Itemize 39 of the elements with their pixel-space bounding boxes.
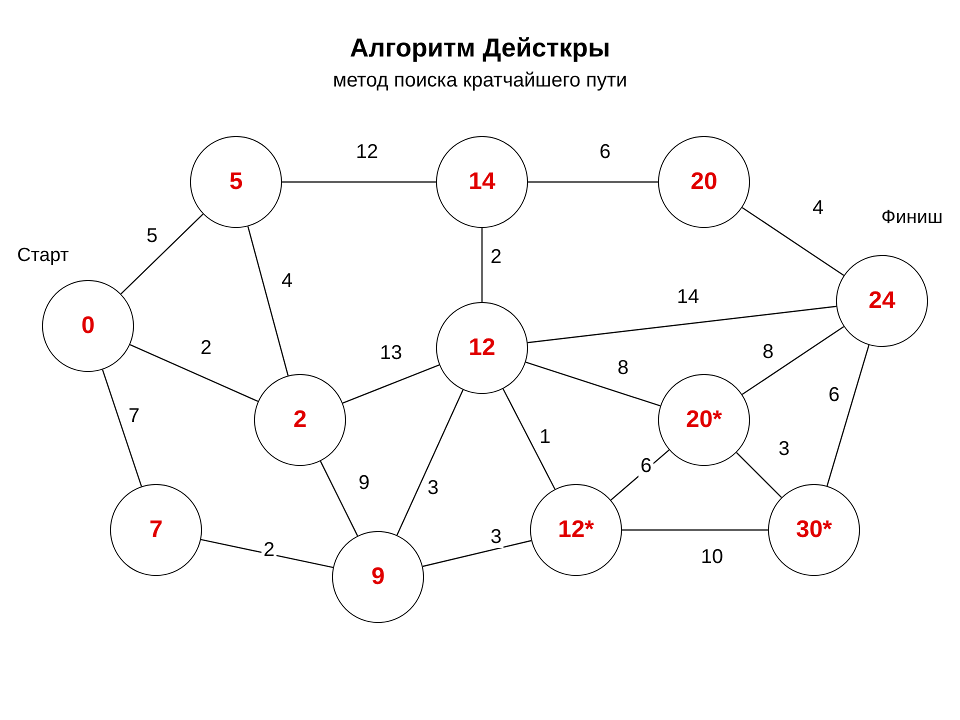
edge-line [130, 344, 258, 402]
node-distance-value: 7 [149, 516, 163, 544]
node-caption: Старт [17, 245, 69, 267]
edge-weight-label: 3 [488, 526, 504, 548]
edge-line [742, 326, 844, 395]
edge-line [282, 181, 436, 183]
edge-weight-label: 6 [638, 455, 654, 477]
node-distance-value: 20* [686, 406, 722, 434]
node-distance-value: 0 [81, 312, 95, 340]
edge-line [610, 450, 670, 500]
node-caption: Финиш [881, 207, 943, 229]
edge-line [102, 369, 142, 487]
edge-line [528, 181, 658, 183]
edge-line [320, 460, 358, 536]
edge-line [247, 226, 289, 376]
node-distance-value: 9 [371, 563, 385, 591]
edge-line [120, 214, 204, 294]
node-distance-value: 24 [868, 287, 896, 315]
diagram-subtitle: метод поиска кратчайшего пути [332, 70, 628, 92]
edge-line [622, 529, 768, 531]
node-distance-value: 12* [558, 516, 594, 544]
node-distance-value: 5 [229, 168, 243, 196]
edge-line [826, 344, 870, 486]
edge-line [526, 362, 660, 406]
node-distance-value: 2 [293, 406, 307, 434]
edge-line [200, 538, 334, 568]
edge-line [502, 388, 556, 490]
edge-line [342, 364, 440, 404]
node-distance-value: 14 [468, 168, 496, 196]
node-distance-value: 20 [690, 168, 718, 196]
edge-line [736, 452, 782, 498]
edge-line [481, 228, 483, 302]
edge-line [422, 540, 532, 567]
edge-line [396, 390, 464, 536]
node-distance-value: 12 [468, 334, 496, 362]
edge-line [528, 306, 836, 344]
edge-line [742, 207, 844, 276]
diagram-title: Алгоритм Дейсткры [350, 32, 610, 64]
node-distance-value: 30* [796, 516, 832, 544]
